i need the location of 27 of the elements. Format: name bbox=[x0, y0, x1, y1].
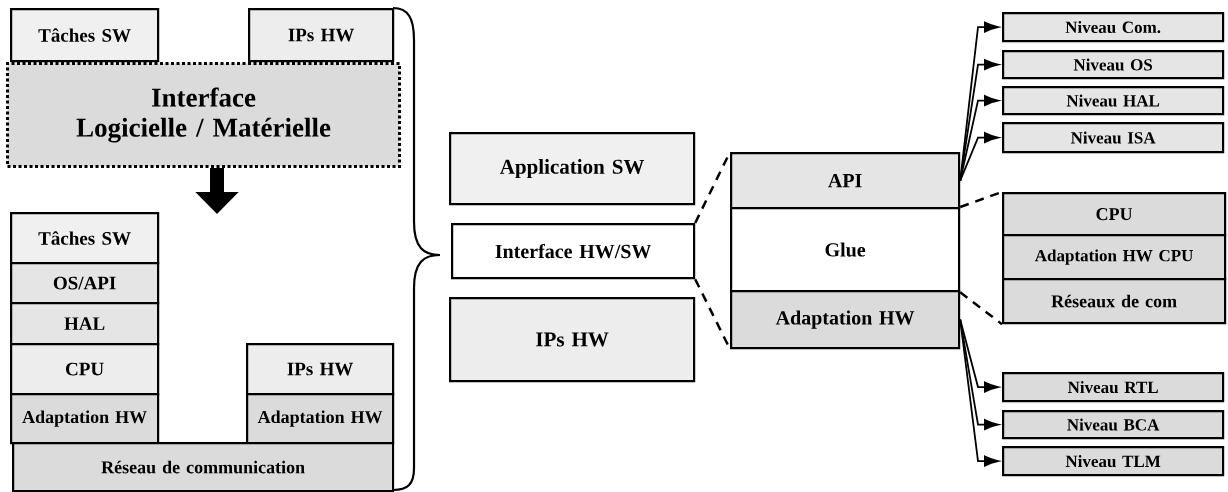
layer-box: IPs HW bbox=[449, 297, 696, 383]
layer-box: CPU bbox=[10, 343, 160, 396]
layer-box: Application SW bbox=[449, 132, 696, 206]
layer-box: Adaptation HW CPU bbox=[1002, 234, 1227, 281]
level-box: Niveau HAL bbox=[1002, 86, 1225, 116]
layer-box: API bbox=[730, 152, 961, 210]
level-box: Niveau TLM bbox=[1002, 446, 1225, 477]
layer-box: Adaptation HW bbox=[10, 393, 160, 445]
level-box: Niveau Com. bbox=[1002, 12, 1225, 43]
layer-box: HAL bbox=[10, 302, 160, 346]
dashed-line bbox=[959, 291, 1003, 326]
layer-box: Interface HW/SW bbox=[451, 223, 696, 280]
layer-box: IPs HW bbox=[246, 343, 395, 396]
layer-box: Réseaux de com bbox=[1002, 278, 1227, 325]
layer-box: Adaptation HW bbox=[246, 393, 395, 445]
layer-box: Adaptation HW bbox=[730, 290, 961, 350]
layer-box: IPs HW bbox=[248, 8, 395, 63]
layer-box: CPU bbox=[1002, 192, 1227, 237]
level-box: Niveau RTL bbox=[1002, 372, 1225, 403]
layer-box: OS/API bbox=[10, 262, 160, 305]
level-box: Niveau OS bbox=[1002, 50, 1225, 80]
layer-box: Tâches SW bbox=[10, 8, 160, 63]
layer-box: Tâches SW bbox=[10, 212, 160, 265]
layer-box: Glue bbox=[730, 207, 961, 293]
level-box: Niveau ISA bbox=[1002, 122, 1225, 154]
interface-box: Interface Logicielle / Matérielle bbox=[6, 62, 401, 168]
level-box: Niveau BCA bbox=[1002, 410, 1225, 440]
